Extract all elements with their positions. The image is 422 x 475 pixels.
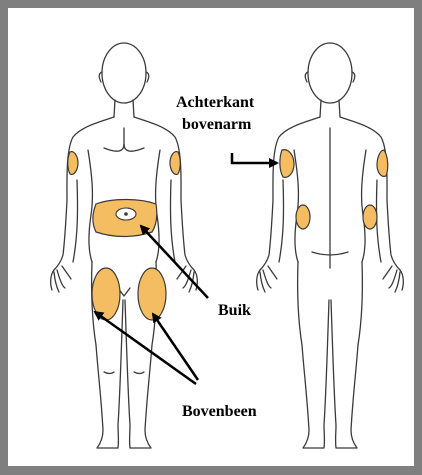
front-left-upper-arm-site (68, 152, 78, 175)
navel-icon (116, 208, 136, 220)
abdomen-label: Buik (218, 302, 251, 319)
back-right-flank-site (363, 205, 377, 229)
upper-arm-back-label-line2: bovenarm (182, 116, 252, 133)
back-right-upper-arm-site (377, 150, 388, 176)
thigh-label: Bovenbeen (182, 403, 257, 420)
body-back-icon (257, 43, 404, 448)
upper-arm-back-label-line1: Achterkant (176, 94, 255, 111)
back-left-flank-site (296, 205, 310, 229)
arrows (95, 153, 277, 384)
upper-arm-arrow (232, 153, 277, 163)
back-left-upper-arm-site (280, 150, 294, 178)
injection-sites (68, 150, 388, 320)
right-thigh-site (138, 268, 166, 320)
front-right-upper-arm-site (170, 152, 180, 175)
